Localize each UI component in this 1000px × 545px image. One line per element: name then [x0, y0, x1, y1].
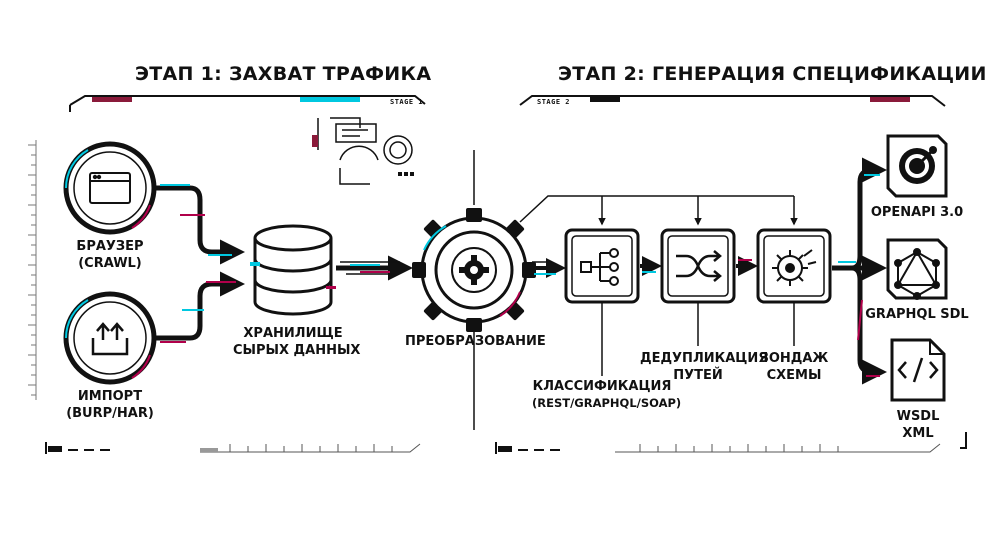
storage-to-transform-arrow	[336, 255, 413, 281]
stage2-tag: STAGE 2	[537, 98, 571, 106]
openapi-icon	[899, 146, 937, 184]
step-schema-probe	[756, 228, 832, 346]
hud-accent	[312, 135, 318, 147]
wsdl-label: WSDL XML	[896, 409, 940, 441]
dedup-label: ДЕДУПЛИКАЦИЯ ПУТЕЙ	[640, 351, 769, 383]
graphql-icon	[894, 248, 940, 300]
step-dedup	[660, 228, 736, 346]
glitch-lines-2	[838, 174, 880, 377]
stage1-accent-bar-cyan	[300, 97, 360, 102]
database-icon	[253, 224, 333, 316]
stage2-frame	[519, 95, 946, 107]
source-connectors	[155, 185, 245, 341]
bottom-corner-glyph-2	[495, 442, 560, 454]
import-node	[63, 291, 157, 385]
step-classification	[564, 228, 640, 376]
bottom-right-bracket	[960, 432, 967, 449]
bottom-ruler-stage2	[615, 443, 941, 453]
gear-icon	[412, 208, 536, 332]
hierarchy-icon	[580, 248, 619, 286]
import-label: ИМПОРТ (BURP/HAR)	[66, 389, 154, 421]
left-ruler	[28, 140, 37, 400]
browser-label: БРАУЗЕР (CRAWL)	[76, 239, 144, 271]
stage2-accent-bar	[590, 97, 620, 102]
transform-label: ПРЕОБРАЗОВАНИЕ	[405, 334, 546, 349]
storage-node	[250, 224, 336, 316]
output-graphql	[886, 238, 948, 300]
bottom-corner-glyph-1	[45, 442, 110, 454]
code-document-icon	[897, 357, 939, 383]
upload-tray-icon	[91, 322, 129, 356]
stage1-accent-bar	[92, 97, 132, 102]
browser-node	[63, 141, 157, 235]
branch-lines	[519, 195, 798, 226]
output-wsdl	[890, 338, 946, 402]
storage-label: ХРАНИЛИЩЕ СЫРЫХ ДАННЫХ	[233, 326, 361, 358]
schema-probe-label: ЗОНДАЖ СХЕМЫ	[759, 351, 829, 383]
stage2-title: ЭТАП 2: ГЕНЕРАЦИЯ СПЕЦИФИКАЦИИ	[558, 63, 987, 85]
output-connectors	[832, 157, 887, 385]
bottom-ruler-stage1	[200, 443, 421, 453]
glitch-lines-1	[160, 184, 236, 343]
step1-to-step2-arrow	[640, 256, 662, 276]
output-openapi	[886, 134, 948, 198]
step2-to-step3-arrow	[736, 256, 758, 276]
openapi-label: OPENAPI 3.0	[870, 205, 964, 220]
merge-arrows-icon	[676, 250, 722, 282]
gear-probe-icon	[772, 249, 817, 286]
transform-node	[412, 150, 536, 430]
classification-label: КЛАССИФИКАЦИЯ (REST/GRAPHQL/SOAP)	[532, 379, 682, 410]
ruler-accent	[200, 448, 218, 452]
stage1-title: ЭТАП 1: ЗАХВАТ ТРАФИКА	[135, 63, 432, 85]
browser-window-icon	[89, 172, 131, 204]
graphql-label: GRAPHQL SDL	[865, 307, 969, 322]
hud-widget-decoration	[317, 117, 413, 185]
hud-dots	[398, 172, 414, 176]
stage1-tag: STAGE 1	[390, 98, 424, 106]
stage2-accent-bar-red	[870, 97, 910, 102]
stage1-frame	[69, 95, 426, 112]
transform-to-step-arrow	[528, 258, 566, 278]
